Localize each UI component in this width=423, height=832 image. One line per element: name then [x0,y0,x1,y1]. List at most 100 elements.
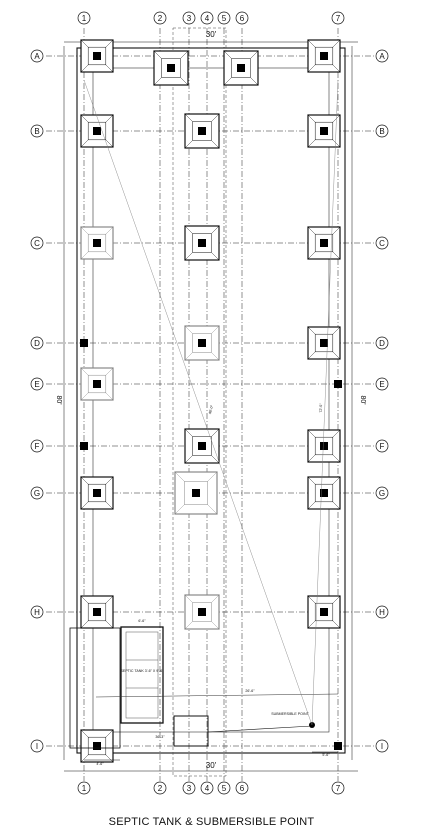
footing-4-H-slope-2 [184,621,193,630]
footing-1-G-slope-3 [105,501,114,510]
footing-6-A-slope-3 [250,77,259,86]
grid-bubble-right-A-label: A [379,52,385,61]
grid-bubble-left-A-label: A [34,52,40,61]
grid-bubble-left-B-label: B [34,127,39,136]
footing-1-C-slope-1 [105,226,114,235]
grid-bubble-bottom-3-label: 3 [187,784,192,793]
footing-1-A-slope-3 [105,64,114,73]
footing-4-B [184,113,220,149]
footing-7-F-slope-1 [332,429,341,438]
grid-bubble-left-C-label: C [34,239,40,248]
grid-bubble-top-2-label: 2 [158,14,163,23]
footing-4-H-column [198,608,206,616]
footing-1-E-slope-0 [80,367,89,376]
footing-1-E-pedestal [87,374,107,394]
grid-bubble-bottom-5: 5 [217,781,231,795]
diagonal-measure-1 [83,79,313,726]
center-strip [172,27,227,777]
footing-7-G-slope-3 [332,501,341,510]
grid-bubble-bottom-1: 1 [77,781,91,795]
grid-bubble-top-6: 6 [235,11,249,25]
grid-bubble-left-A: A [30,49,44,63]
grid-bubble-bottom-4-label: 4 [205,784,210,793]
footing-1-B-column [93,127,101,135]
grid-bubble-right-E-label: E [379,380,384,389]
diagonal-measure-2 [311,79,339,726]
footing-7-H-slope-0 [307,595,316,604]
grid-bubble-left-G-label: G [34,489,40,498]
grid-bubble-bottom-7-label: 7 [336,784,341,793]
grid-bubble-right-C-label: C [379,239,385,248]
footing-1-H-slope-3 [105,620,114,629]
footing-7-A [307,39,341,73]
footing-4-D-column [198,339,206,347]
grid-bubble-bottom-2: 2 [153,781,167,795]
footing-4-G-slope-1 [207,471,218,482]
grid-bubble-left-F: F [30,439,44,453]
grid-bubble-bottom-7-circle [331,781,345,795]
footing-4-G [174,471,218,515]
footing-4-F-column [198,442,206,450]
grid-bubble-left-E-circle [30,377,44,391]
footing-1-E-column [93,380,101,388]
grid-bubble-left-E-label: E [34,380,39,389]
grid-bubble-bottom-5-circle [217,781,231,795]
footing-4-F-slope-0 [184,428,193,437]
footing-7-A-pedestal [314,46,334,66]
grid-bubble-bottom-4: 4 [200,781,214,795]
footing-4-D [184,325,220,361]
footing-4-D-pedestal [192,333,212,353]
grid-bubble-left-C: C [30,236,44,250]
footing-7-F-pedestal [314,436,334,456]
footing-7-H-slope-3 [332,620,341,629]
footing-2-A [153,50,189,86]
footing-4-C-slope-2 [184,252,193,261]
footing-1-C [80,226,114,260]
footing-1-I-slope-0 [80,729,89,738]
grid-bubble-right-B-circle [375,124,389,138]
outer-wall [76,47,346,754]
footing-4-C [184,225,220,261]
footing-7-C-slope-3 [332,251,341,260]
grid-bubble-left-I-circle [30,739,44,753]
grid-bubble-bottom-2-circle [153,781,167,795]
footing-1-G-slope-0 [80,476,89,485]
footing-1-H-pedestal [87,602,107,622]
footing-7-A-slope-3 [332,64,341,73]
footing-7-D-slope-1 [332,326,341,335]
footing-1-E-slope-1 [105,367,114,376]
grid-bubble-right-G-label: G [379,489,385,498]
footing-4-B-slope-1 [211,113,220,122]
footing-7-D [307,326,341,360]
footing-4-B-pedestal [192,121,212,141]
grid-bubble-top-7-label: 7 [336,14,341,23]
footing-7-F-column [320,442,328,450]
footing-4-B-slope-0 [184,113,193,122]
footing-4-B-slope-3 [211,140,220,149]
footing-1-H [80,595,114,629]
septic-enclosure [69,627,121,749]
footing-7-D-slope-3 [332,351,341,360]
column-7-I [334,742,342,750]
footing-2-A-slope-1 [180,50,189,59]
footing-2-A-pedestal [161,58,181,78]
footing-1-E [80,367,114,401]
grid-bubble-right-H-label: H [379,608,385,617]
footing-4-G-slope-3 [207,504,218,515]
footing-1-I-column [93,742,101,750]
grid-bubble-bottom-6-label: 6 [240,784,245,793]
footing-7-H-slope-2 [307,620,316,629]
footing-4-G-slope-2 [174,504,185,515]
grid-bubble-left-D-circle [30,336,44,350]
grid-bubble-right-F-circle [375,439,389,453]
grid-bubble-top-4-circle [200,11,214,25]
grid-bubble-left-C-circle [30,236,44,250]
drawing-caption: SEPTIC TANK & SUBMERSIBLE POINT [108,816,315,828]
grid-bubble-left-D-label: D [34,339,40,348]
footing-1-E-slope-2 [80,392,89,401]
footing-1-C-slope-2 [80,251,89,260]
footing-7-A-slope-0 [307,39,316,48]
footing-1-H-column [93,608,101,616]
footing-7-B-slope-0 [307,114,316,123]
